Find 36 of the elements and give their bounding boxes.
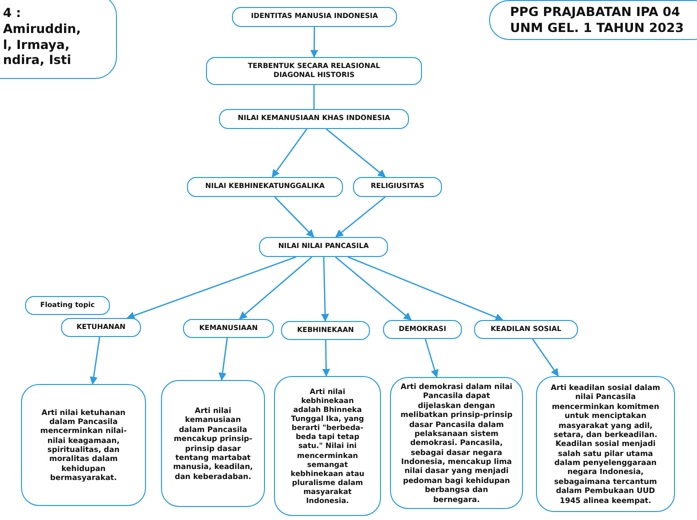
arrow <box>335 256 412 320</box>
topic-box <box>206 57 422 85</box>
topic-box <box>61 318 141 337</box>
arrow <box>218 338 228 381</box>
arrow <box>348 256 504 321</box>
node-text: 4 : Amiruddin, l, Irmaya, ndira, Isti <box>3 5 82 68</box>
title-box <box>489 0 697 40</box>
arrow <box>322 340 330 377</box>
arrow <box>321 256 330 322</box>
arrow <box>90 336 100 385</box>
topic-box <box>187 177 343 197</box>
description-box <box>161 380 265 507</box>
topic-box <box>281 321 370 340</box>
node-text: PPG PRAJABATAN IPA 04 UNM GEL. 1 TAHUN 2023 <box>510 4 685 36</box>
topic-box <box>219 109 409 129</box>
arrow <box>424 338 438 378</box>
topic-box <box>183 319 274 338</box>
arrow <box>335 196 386 238</box>
title-box <box>0 0 117 79</box>
description-box <box>390 377 523 509</box>
topic-box <box>474 320 578 339</box>
topic-box <box>383 320 462 339</box>
topic-box <box>25 296 110 315</box>
topic-box <box>259 237 388 257</box>
description-box <box>21 384 146 506</box>
topic-box <box>232 7 397 27</box>
description-box <box>536 376 675 512</box>
arrow <box>272 128 308 178</box>
topic-box <box>353 177 442 197</box>
arrow <box>326 128 386 178</box>
arrow <box>532 338 559 377</box>
arrow <box>274 196 314 238</box>
arrow <box>238 256 312 320</box>
description-box <box>274 376 381 516</box>
arrow <box>126 256 296 320</box>
arrow <box>310 27 318 58</box>
